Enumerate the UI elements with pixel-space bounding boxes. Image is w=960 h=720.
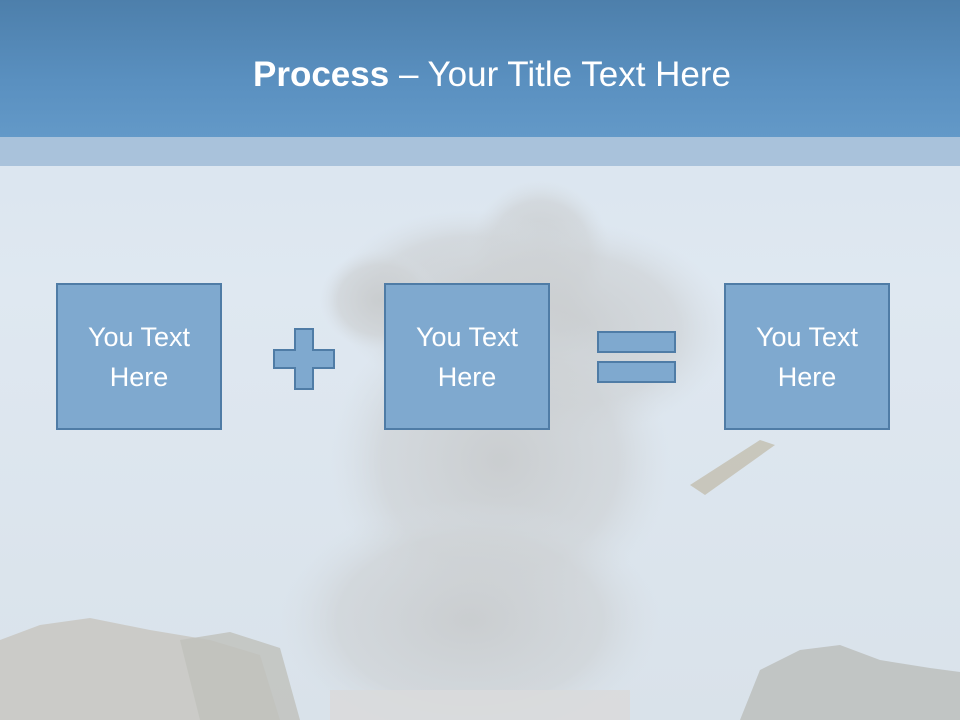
equals-icon (597, 331, 676, 383)
title-bar (0, 0, 960, 137)
title-bar-accent-strip (0, 137, 960, 166)
process-box-2[interactable]: You Text Here (384, 283, 550, 430)
title-bold-part: Process (253, 55, 390, 94)
title-rest: – Your Title Text Here (389, 55, 731, 94)
process-box-1[interactable]: You Text Here (56, 283, 222, 430)
slide-title[interactable]: Process – Your Title Text Here (0, 54, 960, 96)
process-box-1-text: You Text Here (87, 321, 191, 392)
process-box-2-text: You Text Here (415, 321, 519, 392)
plus-icon (273, 328, 335, 390)
process-box-3-text: You Text Here (755, 321, 859, 392)
process-box-3[interactable]: You Text Here (724, 283, 890, 430)
